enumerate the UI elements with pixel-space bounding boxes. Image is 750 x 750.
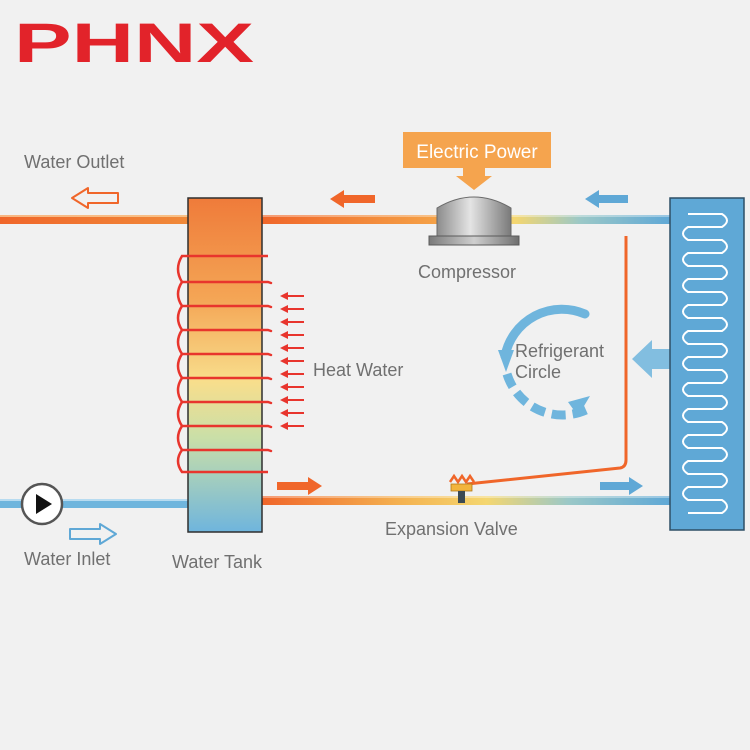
heat-arrow	[280, 383, 304, 391]
arrow-down-icon	[456, 168, 492, 190]
compressor	[428, 196, 520, 246]
electric-power-label: Electric Power	[416, 142, 538, 163]
water-outlet-label: Water Outlet	[24, 152, 124, 172]
heat-arrow	[280, 331, 304, 339]
heat-arrow	[280, 292, 304, 300]
arrow-left-outline-icon	[71, 187, 119, 209]
evaporator	[669, 197, 745, 531]
arrow-right-outline-icon	[69, 523, 117, 545]
water-inlet-label: Water Inlet	[24, 549, 110, 569]
water-tank	[187, 197, 263, 533]
heat-arrow	[280, 344, 304, 352]
compressor-label: Compressor	[418, 262, 516, 282]
coil-loop	[176, 254, 273, 474]
heat-arrow	[280, 422, 304, 430]
brand-logo: PHNX	[14, 11, 254, 74]
refrigerant-circle-label-1: Refrigerant	[515, 341, 604, 361]
play-circle-icon	[20, 482, 64, 526]
heat-flow-arrows	[280, 292, 304, 430]
arrow-right-icon	[600, 477, 643, 495]
arrow-left-icon	[632, 340, 676, 378]
electric-power-badge	[403, 132, 551, 168]
heat-arrow	[280, 370, 304, 378]
expansion-valve	[448, 473, 476, 503]
heating-coil	[176, 254, 273, 474]
heat-arrow	[280, 318, 304, 326]
expansion-valve-label: Expansion Valve	[385, 519, 518, 539]
refrigerant-cycle-icon	[498, 304, 590, 420]
arrow-left-icon	[330, 190, 375, 208]
heat-water-label: Heat Water	[313, 360, 403, 380]
evaporator-coil	[682, 213, 728, 514]
heat-arrow	[280, 409, 304, 417]
heat-arrow	[280, 396, 304, 404]
capillary-line	[466, 236, 628, 486]
heat-arrow	[280, 357, 304, 365]
water-tank-label: Water Tank	[172, 552, 263, 572]
arrow-right-icon	[277, 477, 322, 495]
liquid-pipe	[262, 496, 670, 505]
refrigerant-circle-label-2: Circle	[515, 362, 561, 382]
water-inlet-pipe	[0, 499, 190, 508]
heat-arrow	[280, 305, 304, 313]
water-outlet-pipe	[0, 215, 190, 224]
arrow-left-icon	[585, 190, 628, 208]
